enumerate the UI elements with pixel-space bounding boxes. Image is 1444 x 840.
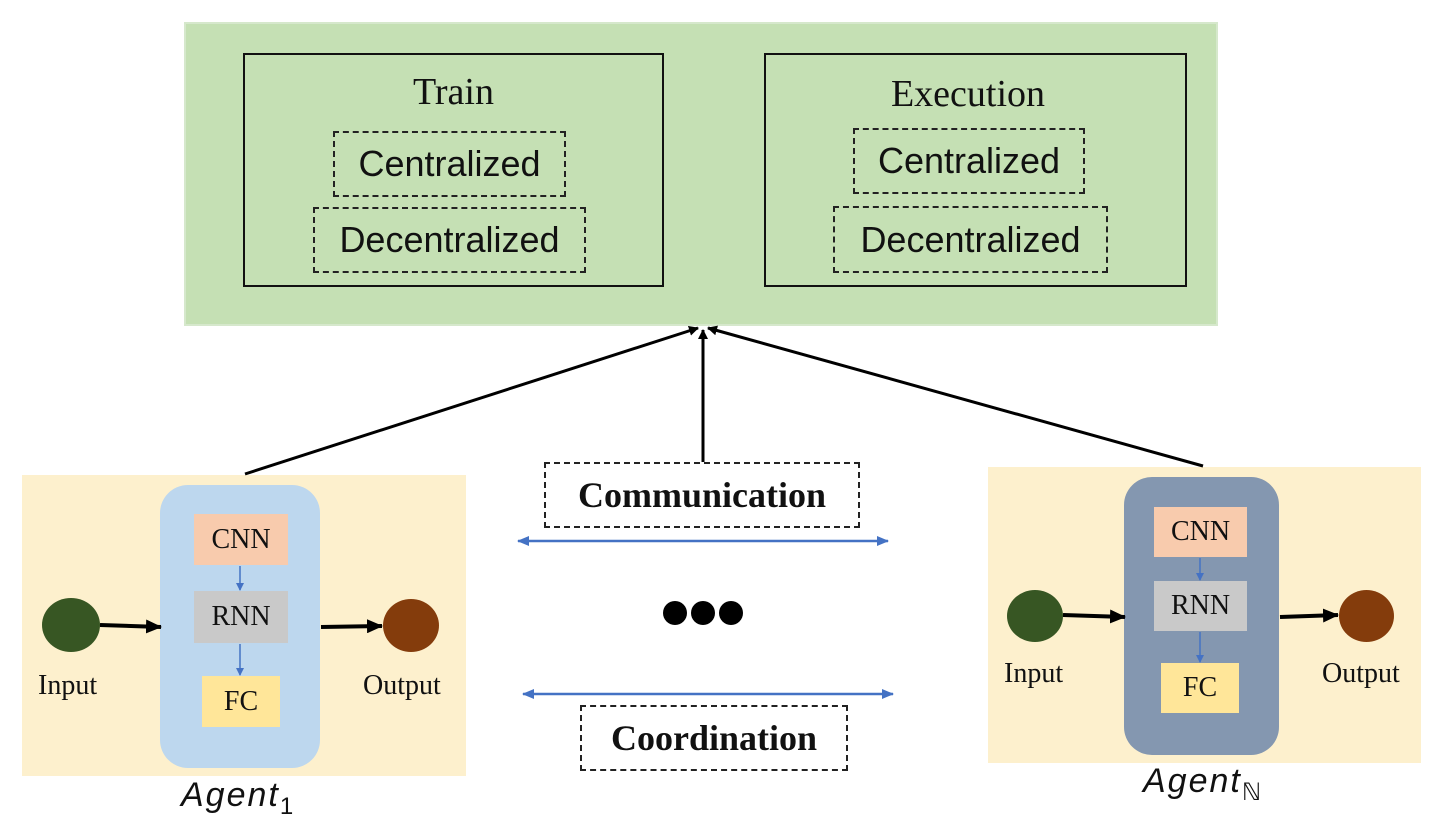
agent-n-name-text: Agent: [1143, 762, 1242, 800]
train-box: [243, 53, 664, 287]
agent-1-name: Agent1: [181, 776, 295, 821]
communication-box: Communication: [544, 462, 860, 528]
agent-1-output-node: [383, 599, 439, 652]
ellipsis-dot-1: [663, 601, 687, 625]
agent-1-input-node: [42, 598, 100, 652]
train-decentralized-box: Decentralized: [313, 207, 586, 273]
agent-1-subscript: 1: [279, 792, 296, 820]
agent-1-rnn-layer: RNN: [194, 591, 288, 643]
execution-title: Execution: [890, 73, 1046, 115]
train-centralized-box: Centralized: [333, 131, 566, 197]
ellipsis-dots: [660, 598, 746, 628]
execution-box: [764, 53, 1187, 287]
agent-n-output-label: Output: [1322, 658, 1400, 689]
agent-1-output-label: Output: [363, 670, 441, 701]
agent-n-output-node: [1339, 590, 1394, 642]
ellipsis-dot-2: [691, 601, 715, 625]
strategy-panel: [184, 22, 1218, 326]
agent-1-input-label: Input: [38, 670, 98, 701]
train-title: Train: [413, 71, 494, 113]
agent-1-name-text: Agent: [181, 776, 280, 814]
agent-n-input-node: [1007, 590, 1063, 642]
agent-n-rnn-layer: RNN: [1154, 581, 1247, 631]
agent-n-cnn-layer: CNN: [1154, 507, 1247, 557]
agent-n-input-label: Input: [1004, 658, 1064, 689]
execution-centralized-box: Centralized: [853, 128, 1085, 194]
agent-n-to-strategy-arrow: [707, 325, 1204, 468]
agent-1-cnn-layer: CNN: [194, 514, 288, 565]
execution-decentralized-box: Decentralized: [833, 206, 1108, 273]
agent-n-name: Agentℕ: [1143, 762, 1263, 807]
coordination-box: Coordination: [580, 705, 848, 771]
agent-1-to-strategy-arrow: [244, 326, 699, 476]
agent-n-fc-layer: FC: [1161, 663, 1239, 713]
agent-n-subscript: ℕ: [1241, 778, 1264, 806]
agent-1-fc-layer: FC: [202, 676, 280, 727]
ellipsis-dot-3: [719, 601, 743, 625]
